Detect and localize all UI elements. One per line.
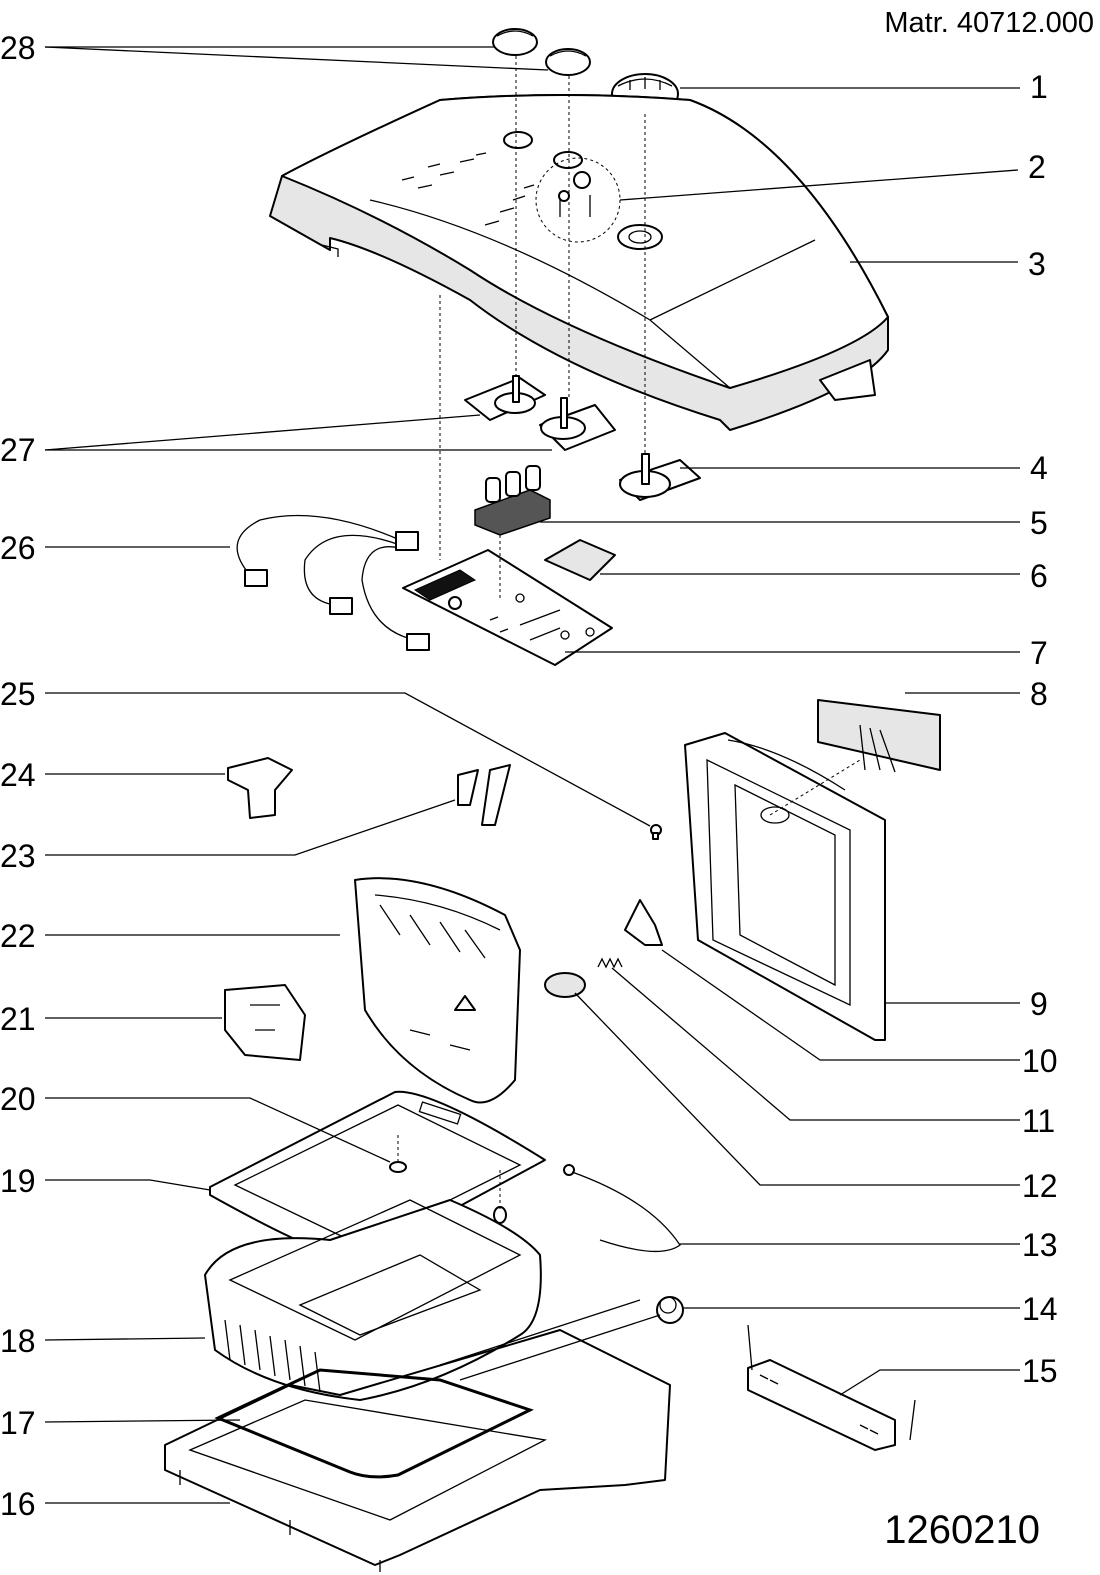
lid-part-9 xyxy=(684,732,886,1041)
callout-3: 3 xyxy=(1028,246,1046,282)
callout-24: 24 xyxy=(0,757,36,793)
plug-part-20 xyxy=(389,1161,407,1173)
callout-6: 6 xyxy=(1030,558,1048,594)
drawing-code: 1260210 xyxy=(884,1508,1040,1552)
cap-part-12 xyxy=(544,972,586,998)
callout-21: 21 xyxy=(0,1001,36,1037)
material-number: Matr. 40712.000 xyxy=(884,7,1094,39)
handle-part-8 xyxy=(817,699,941,773)
callout-8: 8 xyxy=(1030,676,1048,712)
base-frame-part-16 xyxy=(164,1299,671,1572)
gasket-part-17 xyxy=(214,1368,534,1479)
callout-10: 10 xyxy=(1022,1043,1058,1079)
callout-15: 15 xyxy=(1022,1353,1058,1389)
callout-9: 9 xyxy=(1030,986,1048,1022)
potentiometer-part-27b xyxy=(539,397,616,451)
callout-16: 16 xyxy=(0,1486,36,1522)
grommet-part-14 xyxy=(656,1296,684,1324)
callout-14: 14 xyxy=(1022,1291,1058,1327)
callout-7: 7 xyxy=(1030,635,1048,671)
callout-11: 11 xyxy=(1022,1103,1055,1139)
spring-part-11 xyxy=(597,957,623,969)
callout-19: 19 xyxy=(0,1163,36,1199)
callout-23: 23 xyxy=(0,838,36,874)
potentiometer-part-27a xyxy=(464,375,546,421)
callout-5: 5 xyxy=(1030,505,1048,541)
potentiometer-part-4 xyxy=(619,453,701,501)
latch-part-10 xyxy=(624,899,663,946)
callout-20: 20 xyxy=(0,1081,36,1117)
bracket-part-15 xyxy=(747,1324,916,1451)
button-block-part-5 xyxy=(474,465,551,536)
clip-part-23 xyxy=(457,764,511,826)
cable-part-13 xyxy=(563,1164,681,1253)
callout-27: 27 xyxy=(0,432,36,468)
part-drawings xyxy=(164,28,941,1572)
bracket-part-24 xyxy=(227,757,293,819)
control-panel-cover-part-3 xyxy=(269,94,889,431)
callout-28: 28 xyxy=(0,30,36,66)
dispenser-part-22 xyxy=(354,877,521,1104)
switch-part-21 xyxy=(224,984,306,1061)
callout-2: 2 xyxy=(1028,149,1046,185)
plate-part-6 xyxy=(544,539,616,581)
callout-26: 26 xyxy=(0,530,36,566)
leader-lines xyxy=(44,46,1020,1504)
screw-part-25 xyxy=(650,824,662,840)
wiring-harness-part-26 xyxy=(236,514,430,651)
circuit-board-part-7 xyxy=(402,549,613,666)
callout-25: 25 xyxy=(0,676,36,712)
callout-22: 22 xyxy=(0,918,36,954)
callout-12: 12 xyxy=(1022,1168,1058,1204)
small-knob-part-28b xyxy=(545,48,591,76)
callout-13: 13 xyxy=(1022,1227,1058,1263)
small-knob-part-28a xyxy=(492,28,538,56)
callout-18: 18 xyxy=(0,1323,36,1359)
tub-cover-part-18 xyxy=(204,1199,542,1401)
callout-1: 1 xyxy=(1030,69,1048,105)
callout-17: 17 xyxy=(0,1405,36,1441)
callout-labels: 28 1 2 3 27 4 26 5 6 7 25 8 24 23 22 9 2… xyxy=(0,30,1058,1522)
guide-lines xyxy=(397,56,861,1210)
callout-4: 4 xyxy=(1030,450,1048,486)
